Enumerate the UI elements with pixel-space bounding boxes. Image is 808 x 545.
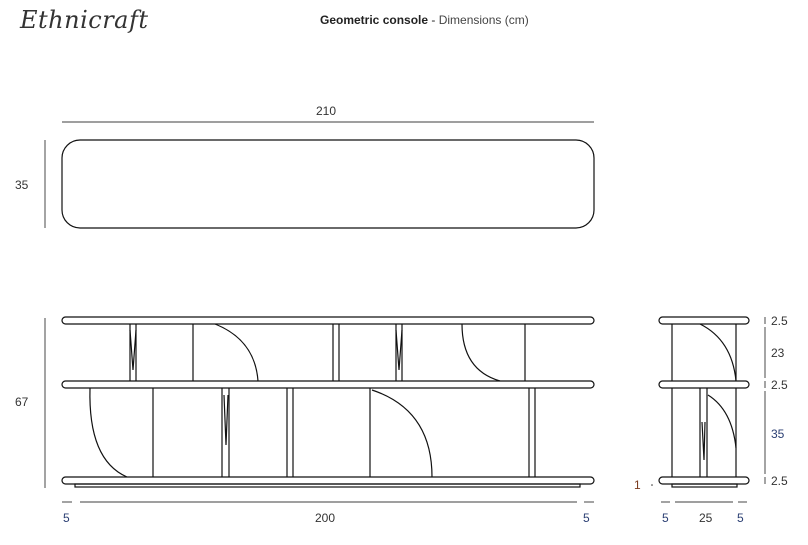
plinth-label: 1 [634, 478, 641, 492]
brand-logo: Ethnicraft [20, 6, 149, 34]
front-view [61, 316, 595, 488]
top-view-outline [61, 139, 595, 229]
shelf-thickness-label: 2.5 [771, 314, 788, 328]
side-depth-label: 25 [699, 511, 713, 525]
title-subtitle: Dimensions (cm) [438, 13, 529, 27]
upper-gap-label: 23 [771, 346, 785, 360]
plinth-marker [651, 484, 653, 486]
page-title: Geometric console - Dimensions (cm) [320, 13, 529, 27]
right-margin-label: 5 [583, 511, 590, 525]
shelf-thickness-label: 2.5 [771, 378, 788, 392]
height-label: 67 [15, 395, 29, 409]
left-margin-label: 5 [63, 511, 70, 525]
side-view [658, 316, 750, 488]
lower-gap-label: 35 [771, 427, 785, 441]
inner-width-label: 200 [315, 511, 336, 525]
depth-label: 35 [15, 178, 29, 192]
width-label: 210 [316, 104, 337, 118]
title-separator: - [428, 13, 439, 27]
shelf-thickness-label: 2.5 [771, 474, 788, 488]
side-left-label: 5 [662, 511, 669, 525]
side-right-label: 5 [737, 511, 744, 525]
product-name: Geometric console [320, 13, 429, 27]
